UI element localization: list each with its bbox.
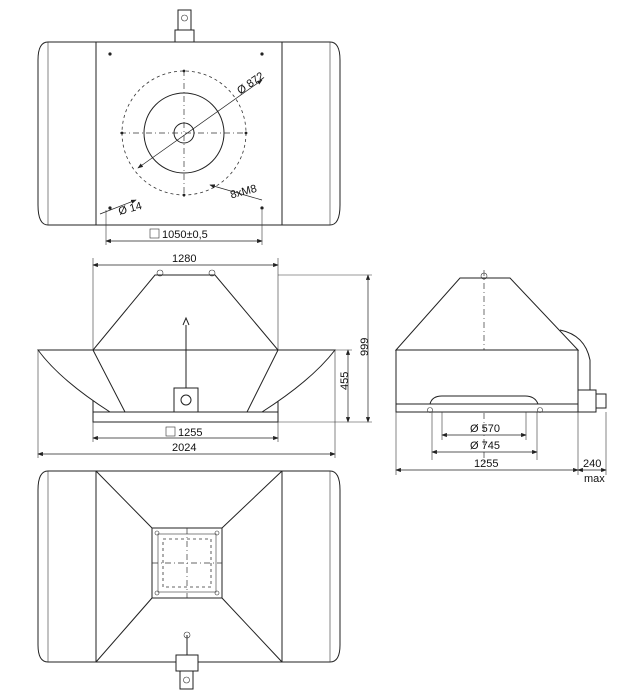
dim-height-lower-label: 455 [339, 372, 351, 390]
dim-outer-diameter-label: Ø 745 [470, 440, 500, 452]
dim-height-total-label: 999 [359, 338, 371, 356]
dim-top-width-label: 1280 [172, 253, 196, 265]
terminal-box-top [174, 9, 195, 43]
dim-side-width-label: 1255 [474, 458, 498, 470]
dim-motor-sub-label: max [584, 473, 605, 485]
bottom-view [37, 470, 341, 690]
inlet-frame-inner [162, 538, 212, 588]
dim-motor-label: 240 [583, 458, 601, 470]
housing-outline [37, 41, 341, 226]
front-view: 1280 999 455 1255 2 [37, 253, 372, 458]
dim-overall-width-label: 2024 [172, 442, 196, 454]
terminal-box-bottom [175, 654, 199, 690]
dim-hole-label: Ø 14 [117, 200, 143, 218]
dim-inner-diameter-label: Ø 570 [470, 423, 500, 435]
top-view: Ø 872 8xM8 Ø 14 1050±0,5 [37, 9, 341, 245]
base-plate [92, 411, 279, 423]
side-cable [559, 329, 591, 392]
dim-base-label: 1255 [178, 427, 202, 439]
dim-bolt-spacing-label: 1050±0,5 [162, 229, 208, 241]
square-symbol [149, 228, 160, 239]
side-view: Ø 570 Ø 745 1255 240 max [394, 270, 607, 485]
side-motor-box [577, 389, 597, 413]
terminal-box-front [173, 387, 199, 413]
side-cone [394, 277, 580, 351]
